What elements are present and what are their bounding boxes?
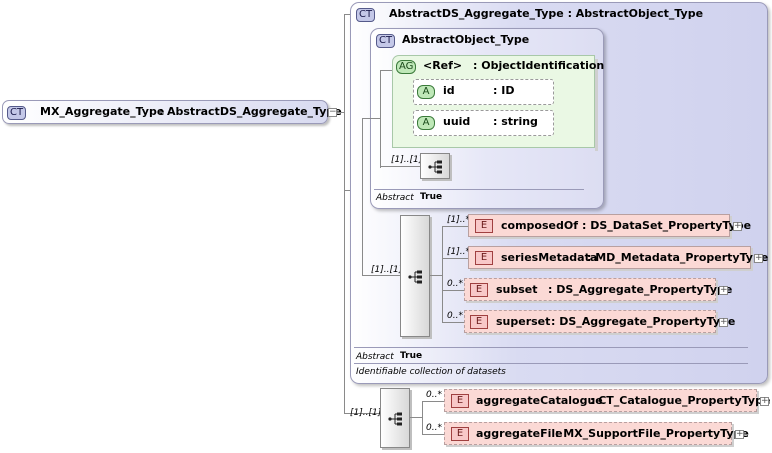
element-type: : MD_Metadata_PropertyType — [587, 251, 769, 264]
expand-icon[interactable]: + — [735, 429, 744, 439]
element-type: : DS_Aggregate_PropertyType — [548, 283, 733, 296]
root-sequence[interactable] — [380, 388, 410, 448]
attribute-type: : string — [493, 115, 538, 128]
element-cardinality: 0..* — [447, 311, 463, 321]
element-seriesmetadata[interactable] — [468, 246, 751, 269]
abstract-label: Abstract — [356, 352, 394, 362]
attribute-group-type: : ObjectIdentification — [473, 59, 605, 72]
expand-icon[interactable]: + — [754, 253, 763, 263]
element-type: : CT_Catalogue_PropertyType — [590, 394, 771, 407]
root-type-separator: : — [159, 105, 164, 118]
attribute-type: : ID — [493, 84, 515, 97]
expand-icon[interactable]: + — [719, 317, 728, 327]
abstract-label: Abstract — [376, 193, 414, 203]
element-superset[interactable] — [464, 310, 716, 333]
element-icon: E — [470, 315, 488, 329]
element-cardinality: 0..* — [447, 279, 463, 289]
element-type: : MX_SupportFile_PropertyType — [555, 427, 749, 440]
sequence-cardinality: [1]..[1] — [391, 155, 423, 165]
element-type: : DS_DataSet_PropertyType — [582, 219, 752, 232]
element-name: composedOf — [501, 219, 578, 232]
element-aggregatecatalogue[interactable] — [444, 389, 757, 412]
element-cardinality: 0..* — [426, 423, 442, 433]
sequence-cardinality: [1]..[1] — [371, 265, 403, 275]
element-name: aggregateCatalogue — [476, 394, 603, 407]
element-icon: E — [475, 251, 493, 265]
expand-icon[interactable]: + — [733, 221, 742, 231]
sequence-icon — [408, 270, 422, 284]
expand-icon[interactable]: + — [719, 285, 728, 295]
element-aggregatefile[interactable] — [444, 422, 732, 445]
complex-type-icon: CT — [7, 106, 27, 120]
outer-type-title: AbstractDS_Aggregate_Type : AbstractObje… — [389, 7, 704, 20]
root-base-type: AbstractDS_Aggregate_Type — [167, 105, 342, 118]
element-composedof[interactable] — [468, 214, 730, 237]
documentation-text: Identifiable collection of datasets — [356, 367, 506, 377]
element-type: : DS_Aggregate_PropertyType — [551, 315, 736, 328]
element-cardinality: [1]..* — [447, 247, 470, 257]
attribute-group-ref: <Ref> — [423, 59, 463, 72]
attribute-id[interactable] — [413, 79, 554, 105]
complex-type-icon: CT — [376, 34, 396, 48]
attribute-name: id — [443, 84, 455, 97]
element-icon: E — [470, 283, 488, 297]
attribute-icon: A — [417, 85, 435, 99]
attribute-uuid[interactable] — [413, 110, 554, 136]
expand-icon[interactable]: + — [760, 396, 769, 406]
element-cardinality: 0..* — [426, 390, 442, 400]
element-icon: E — [451, 394, 469, 408]
sequence-cardinality: [1]..[1] — [350, 408, 382, 418]
element-name: superset — [496, 315, 551, 328]
element-icon: E — [475, 219, 493, 233]
outer-sequence[interactable] — [400, 215, 430, 337]
element-name: seriesMetadata — [501, 251, 598, 264]
abstract-value: True — [420, 192, 443, 202]
sequence-icon — [428, 160, 442, 174]
complex-type-icon: CT — [356, 8, 376, 22]
collapse-icon[interactable]: − — [328, 107, 337, 117]
sequence-icon — [388, 412, 402, 426]
root-complex-type[interactable]: CT MX_Aggregate_Type : AbstractDS_Aggreg… — [2, 100, 342, 124]
inner-sequence[interactable] — [420, 153, 450, 179]
abstract-value: True — [400, 351, 423, 361]
element-name: aggregateFile — [476, 427, 563, 440]
element-icon: E — [451, 427, 469, 441]
root-type-name: MX_Aggregate_Type — [40, 105, 165, 118]
attribute-name: uuid — [443, 115, 471, 128]
attribute-icon: A — [417, 116, 435, 130]
attribute-group-icon: AG — [396, 60, 417, 74]
element-subset[interactable] — [464, 278, 716, 301]
inner-type-title: AbstractObject_Type — [402, 33, 530, 46]
element-name: subset — [496, 283, 538, 296]
element-cardinality: [1]..* — [447, 215, 470, 225]
